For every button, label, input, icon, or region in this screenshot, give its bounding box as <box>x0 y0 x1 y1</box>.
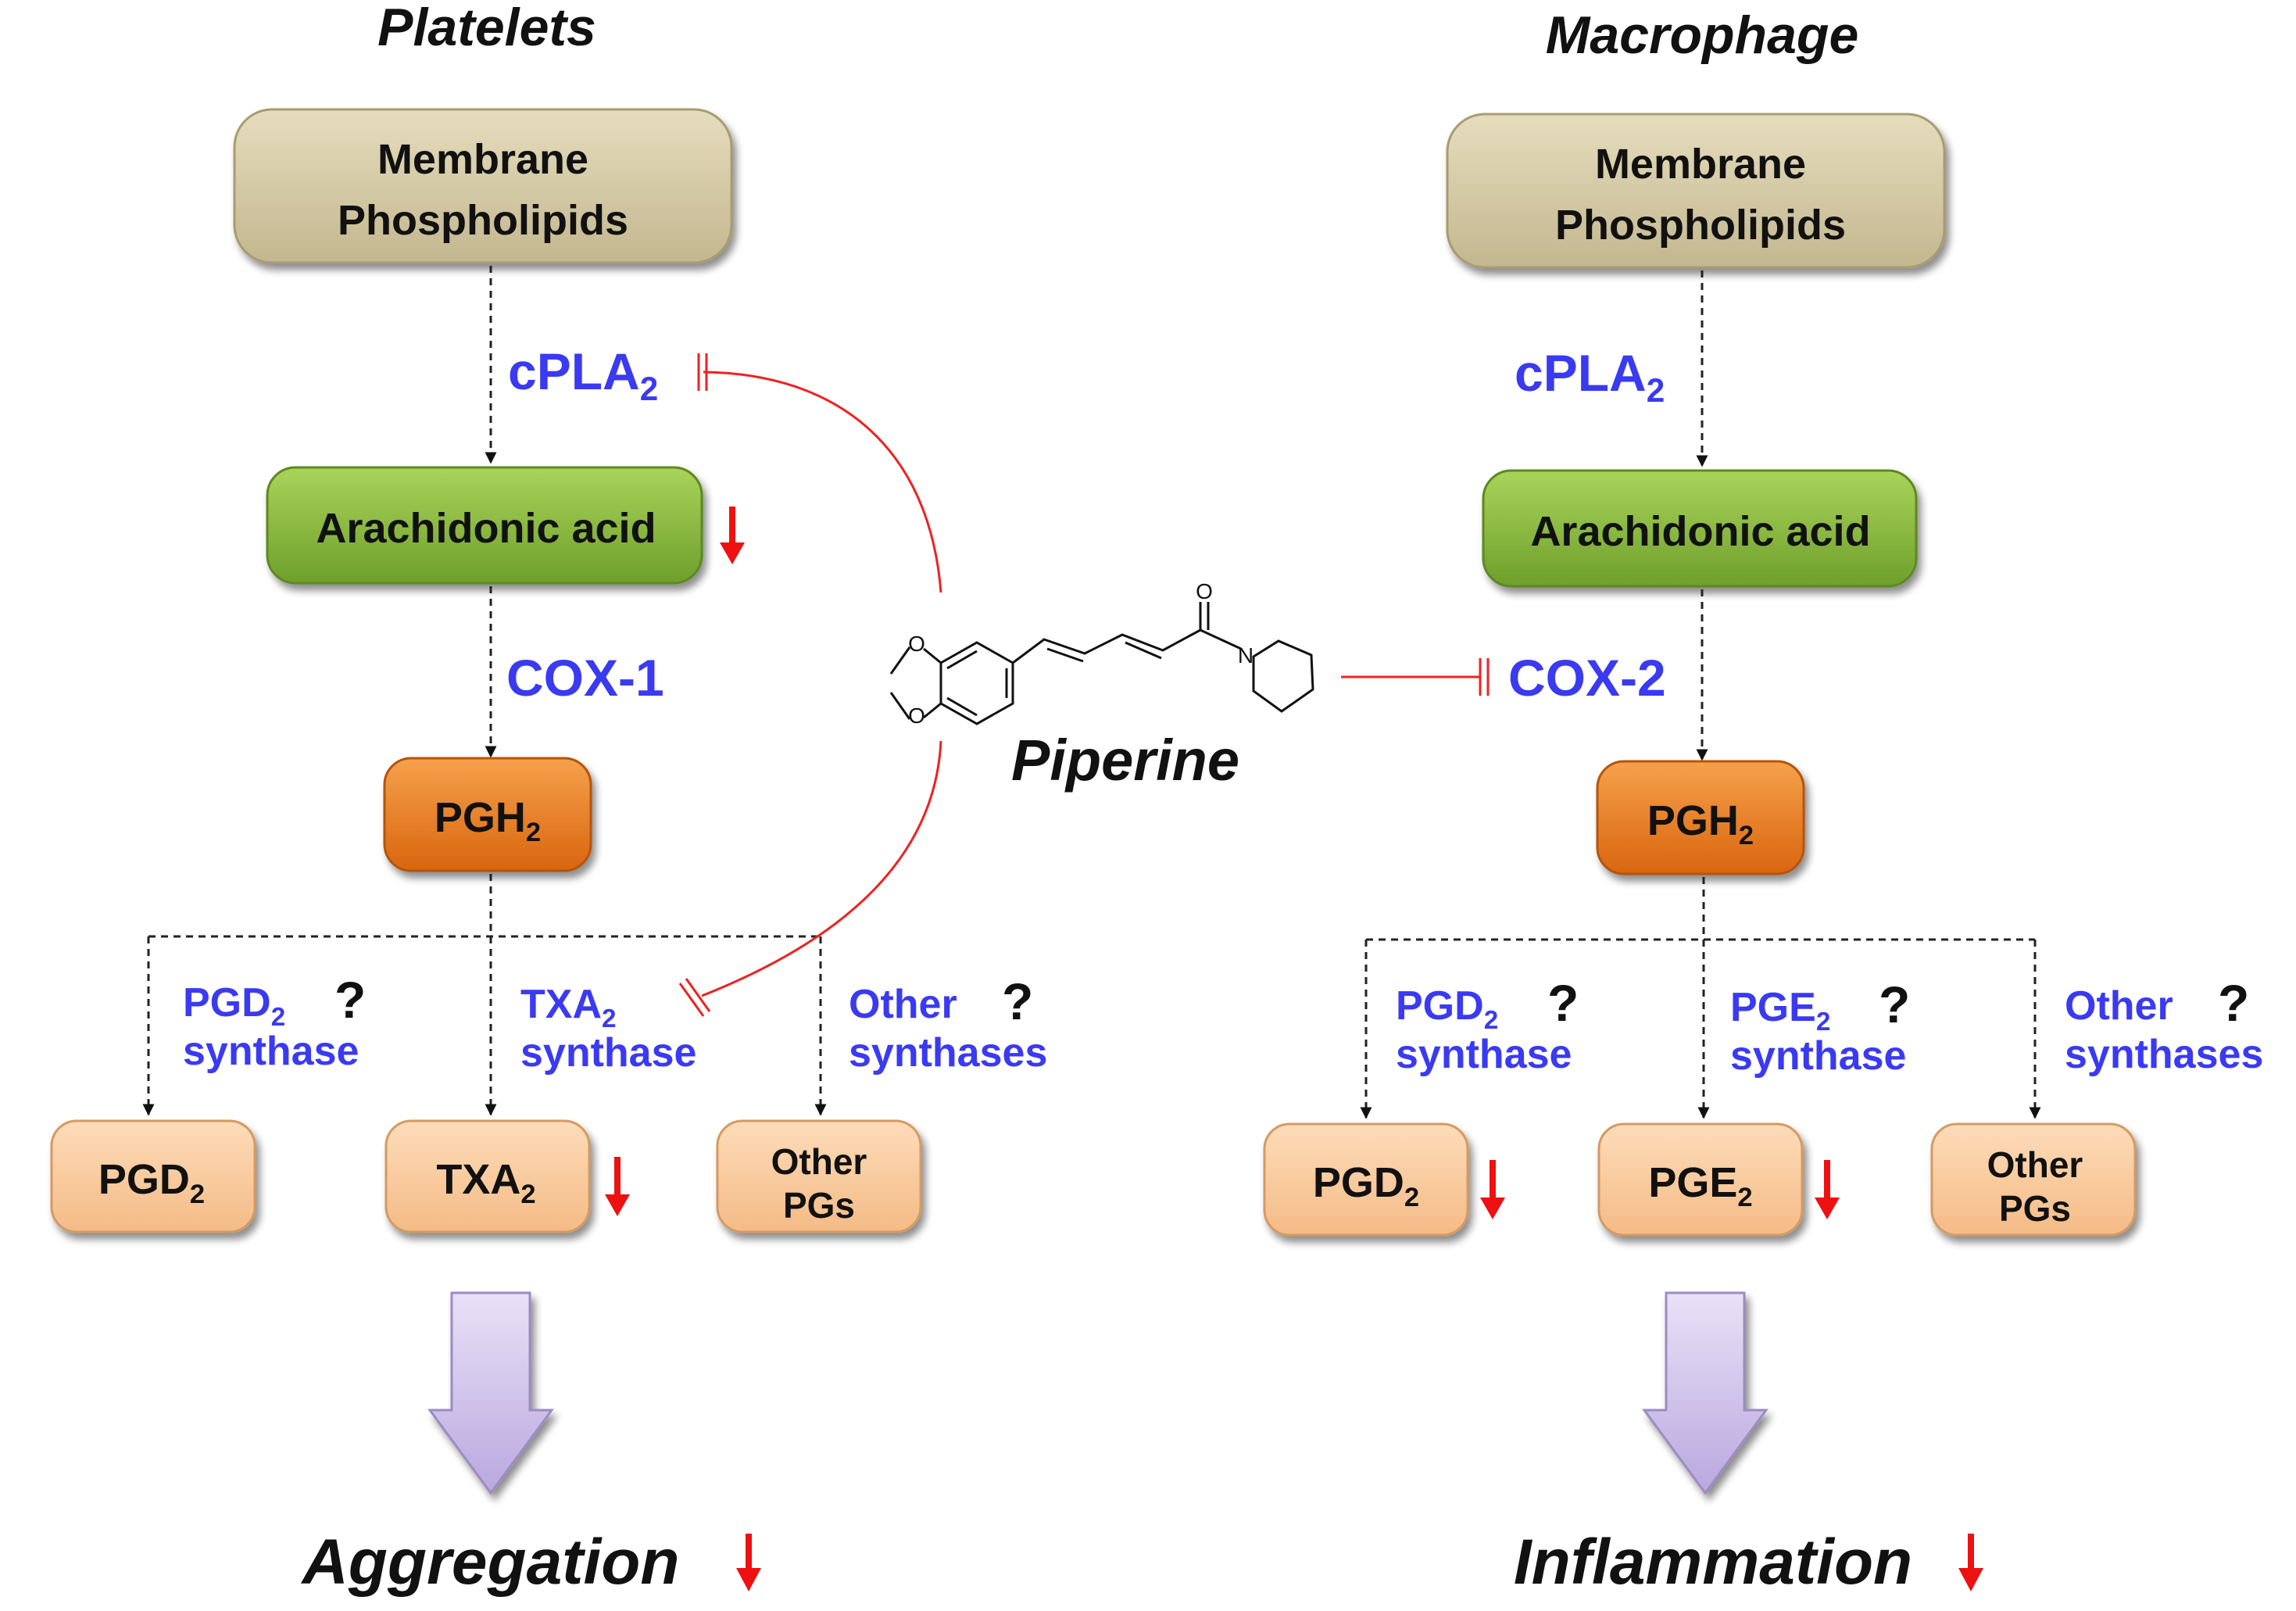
left-branch-lines <box>142 874 827 1116</box>
left-cpla2-label: cPLA2 <box>508 342 658 407</box>
right-other-synthases-line2: synthases <box>2065 1032 2263 1077</box>
inhibit-txa2-line <box>701 740 942 997</box>
right-arachidonic-box <box>1482 469 1918 588</box>
platelets-panel: Membrane Phospholipids cPLA2 Arachidonic… <box>50 108 1047 1598</box>
aggregation-label: Aggregation <box>301 1527 680 1598</box>
left-pgd2-question-mark: ? <box>334 971 366 1029</box>
left-membrane-line2: Phospholipids <box>338 197 628 244</box>
aggregation-decrease-arrow <box>736 1534 761 1591</box>
macrophage-panel: Membrane Phospholipids cPLA2 Arachidonic… <box>1263 113 2263 1598</box>
left-arachidonic-decrease-arrow <box>720 507 745 564</box>
left-arachidonic-text: Arachidonic acid <box>316 505 656 552</box>
piperine-carbonyl-oxygen: O <box>1196 579 1213 603</box>
left-arachidonic-box <box>266 466 703 585</box>
right-pge2-question-mark: ? <box>1879 976 1910 1033</box>
right-other-synthases-line1: Other <box>2065 983 2173 1029</box>
left-pgd2-product-box <box>50 1119 256 1233</box>
left-txa2-synthase-line1: TXA2 <box>520 982 617 1033</box>
left-other-pgs-box <box>716 1119 922 1233</box>
right-pgh2-box <box>1596 760 1805 875</box>
left-txa2-product-text: TXA2 <box>436 1156 535 1209</box>
right-membrane-box <box>1446 113 1946 269</box>
piperine-benzene-ring <box>939 641 1014 725</box>
right-pgd2-synthase-line1: PGD2 <box>1396 983 1498 1035</box>
right-pge2-synthase-line2: synthase <box>1730 1033 1906 1079</box>
piperine-label: Piperine <box>1011 728 1239 793</box>
left-other-question-mark: ? <box>1002 972 1033 1030</box>
inflammation-decrease-arrow <box>1958 1534 1983 1591</box>
right-other-question-mark: ? <box>2218 974 2249 1032</box>
right-pgh2-text: PGH2 <box>1647 797 1754 850</box>
right-pge2-product-text: PGE2 <box>1648 1159 1752 1212</box>
inhibit-cpla2-line <box>703 371 942 593</box>
right-other-pgs-line1: Other <box>1987 1144 2083 1185</box>
right-big-arrow <box>1642 1291 1768 1495</box>
piperine-oxygen-top: O <box>908 632 925 656</box>
left-txa2-product-box <box>384 1119 591 1233</box>
left-pgh2-box <box>383 757 592 872</box>
left-txa2-decrease-arrow <box>605 1157 630 1216</box>
right-pgd2-product-box <box>1263 1122 1469 1237</box>
piperine-oxygen-bottom: O <box>908 703 925 728</box>
left-other-synthases-line1: Other <box>849 982 957 1027</box>
left-other-pgs-line2: PGs <box>783 1185 855 1226</box>
right-pgd2-decrease-arrow <box>1480 1160 1505 1219</box>
right-pge2-decrease-arrow <box>1815 1160 1840 1219</box>
platelets-title: Platelets <box>377 0 596 57</box>
right-pgd2-question-mark: ? <box>1547 974 1579 1032</box>
macrophage-title: Macrophage <box>1546 5 1859 65</box>
right-pge2-product-box <box>1597 1122 1804 1237</box>
right-membrane-line1: Membrane <box>1595 141 1806 188</box>
right-pge2-synthase-line1: PGE2 <box>1730 985 1830 1036</box>
left-other-synthases-line2: synthases <box>849 1030 1047 1076</box>
left-cox1-label: COX-1 <box>506 649 664 707</box>
left-membrane-box <box>233 108 733 264</box>
right-membrane-line2: Phospholipids <box>1555 202 1846 249</box>
piperine-piperidine-ring <box>1252 639 1314 713</box>
right-cpla2-label: cPLA2 <box>1515 344 1665 409</box>
right-pgd2-synthase-line2: synthase <box>1396 1032 1572 1077</box>
left-membrane-line1: Membrane <box>377 136 588 183</box>
right-other-pgs-line2: PGs <box>1999 1188 2071 1229</box>
right-pgd2-product-text: PGD2 <box>1313 1159 1419 1212</box>
inflammation-label: Inflammation <box>1514 1527 1912 1598</box>
piperine-nitrogen: N <box>1238 643 1254 668</box>
right-branch-lines <box>1360 877 2041 1119</box>
right-arachidonic-text: Arachidonic acid <box>1530 508 1870 555</box>
right-other-pgs-box <box>1930 1122 2137 1237</box>
left-txa2-synthase-line2: synthase <box>520 1030 696 1076</box>
left-pgd2-synthase-line1: PGD2 <box>183 980 285 1032</box>
left-other-pgs-line1: Other <box>771 1141 867 1182</box>
left-pgh2-text: PGH2 <box>435 794 541 847</box>
left-pgd2-synthase-line2: synthase <box>183 1029 359 1074</box>
left-pgd2-product-text: PGD2 <box>98 1156 205 1209</box>
right-cox2-label: COX-2 <box>1508 649 1666 707</box>
inhibition-lines <box>678 353 1490 1017</box>
piperine-structure <box>889 602 1314 725</box>
left-big-arrow <box>427 1291 554 1495</box>
